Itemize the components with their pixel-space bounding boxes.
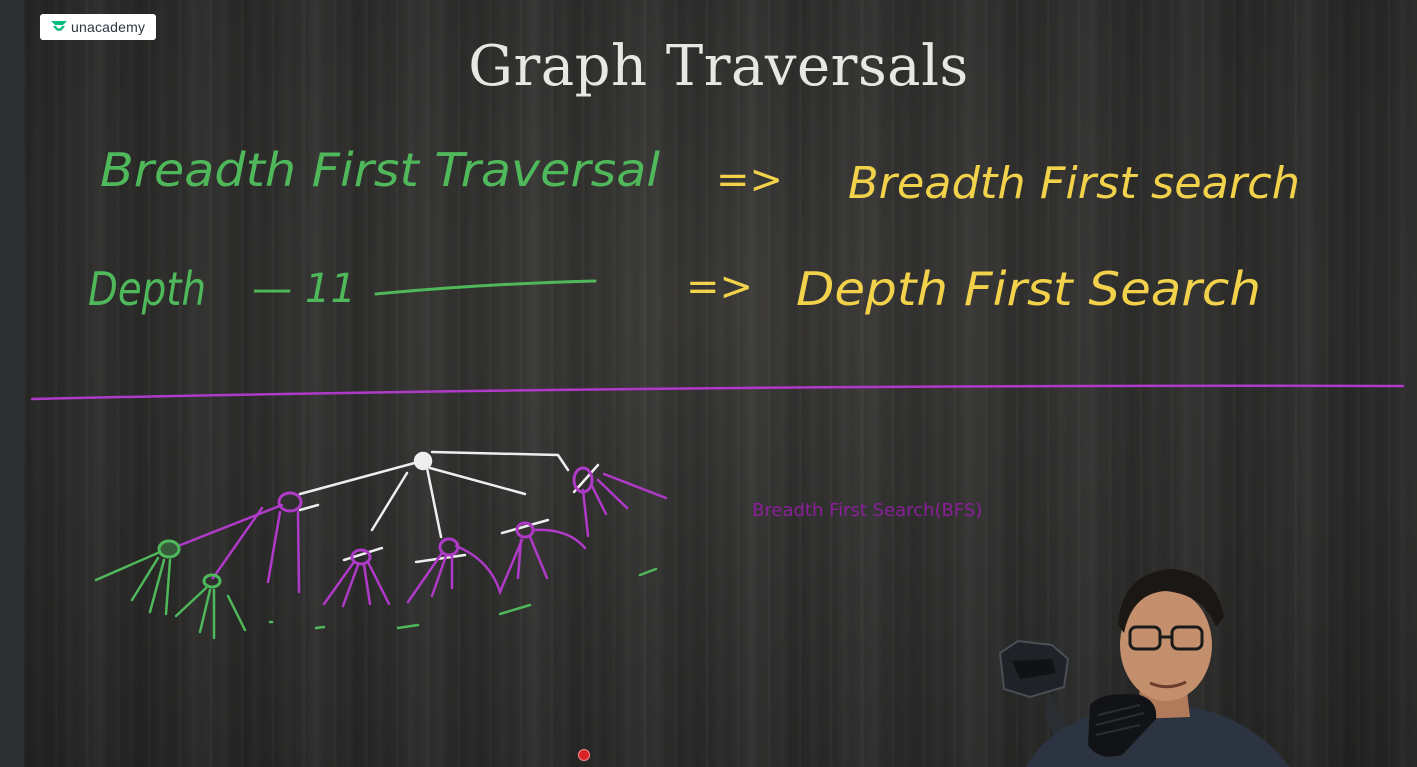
tree-edge	[164, 558, 172, 616]
tree-dash	[396, 623, 420, 630]
tree-edge	[341, 563, 360, 608]
presenter-hair	[1118, 569, 1224, 633]
unacademy-logo-icon	[51, 21, 67, 31]
tree-edge	[428, 466, 527, 496]
tree-edge	[500, 518, 550, 535]
tree-edge	[342, 546, 384, 562]
tree-edge	[572, 463, 600, 494]
tree-node	[277, 491, 303, 513]
tree-edge	[596, 478, 629, 510]
presenter-face	[1120, 589, 1212, 701]
microphone-grille	[1095, 704, 1145, 736]
tree-edge	[454, 538, 524, 596]
tree-edge	[174, 586, 208, 618]
presenter-mouth	[1149, 680, 1187, 689]
tree-edge	[581, 488, 590, 538]
tree-node	[438, 537, 460, 557]
tree-dash	[498, 603, 532, 616]
tree-edge	[430, 450, 570, 472]
tree-edge	[130, 556, 160, 602]
tree-edge	[322, 560, 356, 606]
annotation-breadth-first-search: Breadth First search	[848, 158, 1300, 209]
tree-edge	[211, 506, 264, 580]
annotation-ditto-marks: — 11	[252, 266, 356, 312]
annotation-arrow-2: =>	[686, 264, 753, 310]
tree-edge	[266, 510, 282, 584]
tree-edge	[94, 550, 162, 582]
tree-edge	[528, 535, 549, 580]
left-edge-strip	[0, 0, 24, 767]
page-title: Graph Traversals	[468, 34, 969, 99]
microphone-mount	[1012, 659, 1056, 679]
bfs-caption: Breadth First Search(BFS)	[752, 500, 983, 521]
tree-edge	[516, 538, 523, 580]
tree-edge	[198, 588, 212, 634]
microphone-icon	[1088, 694, 1157, 757]
tree-edge	[414, 553, 467, 564]
logo-text: unacademy	[71, 19, 146, 35]
tree-edge	[532, 528, 587, 550]
tree-node	[515, 521, 535, 539]
annotation-breadth-first-traversal: Breadth First Traversal	[100, 143, 660, 197]
tree-dash	[314, 625, 326, 630]
tree-node-root	[413, 451, 433, 471]
ditto-line	[374, 279, 597, 296]
tree-edge	[430, 554, 448, 598]
tree-edge	[226, 594, 247, 632]
tree-edge	[590, 484, 608, 516]
tree-edge	[425, 466, 443, 539]
tree-edge	[602, 472, 668, 500]
annotation-depth-first-search: Depth First Search	[796, 262, 1261, 316]
laser-pointer-dot	[578, 749, 590, 761]
annotation-depth: Depth	[88, 262, 206, 316]
tree-edge	[370, 471, 409, 532]
tree-edge	[362, 563, 372, 606]
tree-edge	[406, 551, 444, 604]
tree-node	[157, 539, 181, 559]
tree-node	[572, 466, 594, 494]
tree-edge	[296, 510, 301, 594]
tree-dash	[638, 567, 658, 577]
purple-divider-line	[30, 384, 1405, 401]
graph-tree-drawing	[94, 450, 668, 640]
presenter-webcam-overlay	[998, 569, 1290, 767]
tree-edge	[298, 503, 320, 512]
tree-node	[350, 548, 372, 566]
tree-node	[202, 573, 222, 589]
unacademy-logo: unacademy	[40, 14, 156, 40]
annotation-arrow-1: =>	[716, 157, 783, 203]
tree-edge	[176, 503, 284, 548]
tree-edge	[148, 558, 166, 614]
tree-edge	[298, 459, 424, 496]
tree-edge	[366, 560, 391, 606]
